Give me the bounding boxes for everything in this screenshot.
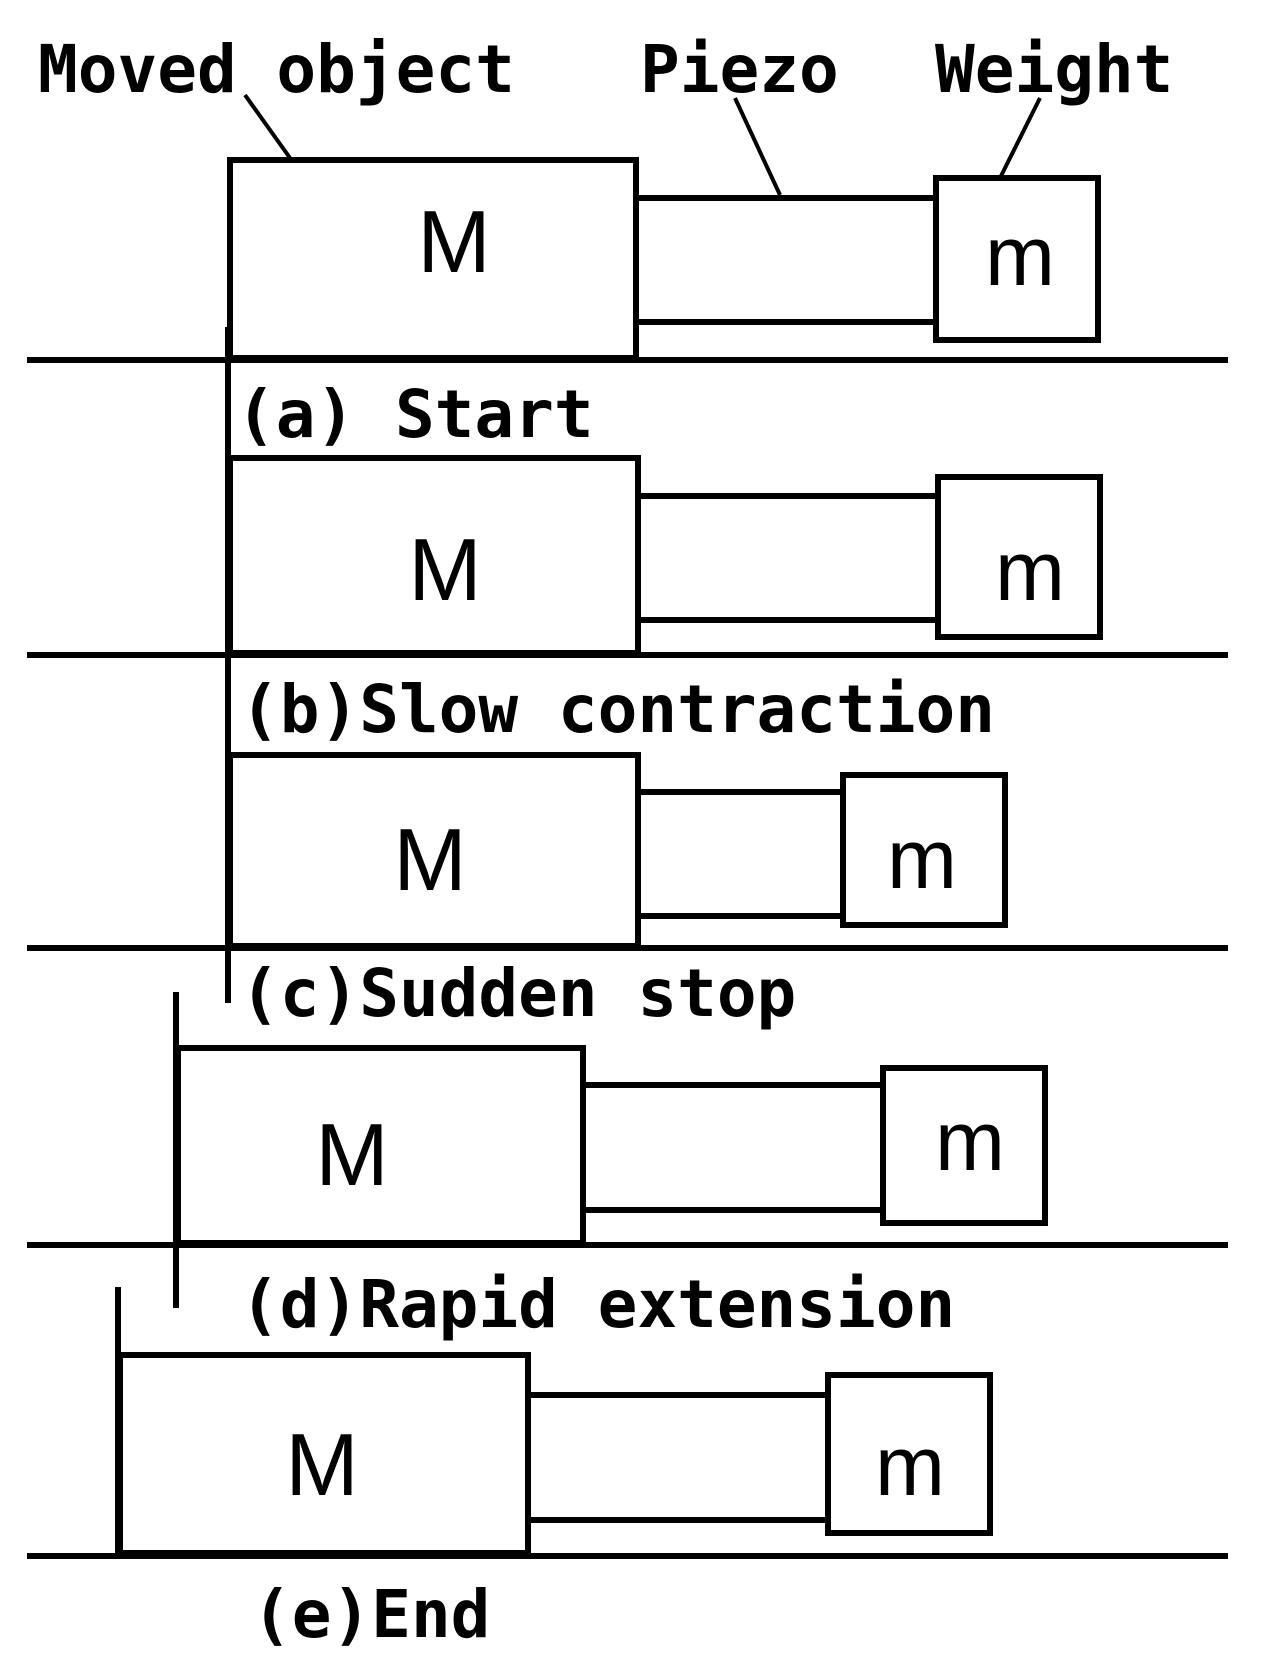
mass-label-small: m xyxy=(875,1419,945,1513)
mass-label-big: M xyxy=(315,1105,388,1204)
mass-label-small: m xyxy=(935,1094,1005,1188)
piezo-element xyxy=(635,493,941,623)
piezo-element xyxy=(633,195,939,325)
mass-label-small: m xyxy=(995,524,1065,618)
mass-label-big: M xyxy=(285,1415,358,1514)
stage-caption: (d)Rapid extension xyxy=(240,1266,955,1343)
leader-moved-object xyxy=(243,93,292,160)
stage-c: M m (c)Sudden stop xyxy=(27,752,1228,1032)
stage-a: M m (a) Start xyxy=(27,157,1228,453)
weight-box xyxy=(935,474,1103,640)
stage-caption: (c)Sudden stop xyxy=(240,955,796,1032)
piezo-element xyxy=(580,1082,886,1213)
mass-label-big: M xyxy=(408,520,481,619)
weight-box xyxy=(880,1065,1048,1226)
label-weight: Weight xyxy=(935,31,1173,108)
mass-label-small: m xyxy=(985,209,1055,303)
weight-box xyxy=(825,1372,993,1536)
moved-object-box xyxy=(227,157,639,361)
label-piezo: Piezo xyxy=(640,31,839,108)
stage-b: M m (b)Slow contraction xyxy=(27,455,1228,748)
stage-e: M m (e)End xyxy=(27,1352,1228,1653)
leader-piezo xyxy=(733,97,782,196)
piezo-element xyxy=(525,1392,831,1523)
leader-weight xyxy=(998,97,1042,179)
mass-label-big: M xyxy=(393,810,466,909)
moved-object-box xyxy=(227,752,641,949)
piezo-element xyxy=(635,789,846,919)
weight-box xyxy=(840,772,1008,928)
moved-object-box xyxy=(175,1045,586,1246)
stage-caption: (b)Slow contraction xyxy=(240,671,995,748)
stage-d: M m (d)Rapid extension xyxy=(27,1045,1228,1343)
stage-caption: (e)End xyxy=(252,1576,490,1653)
moved-object-box xyxy=(117,1352,531,1556)
stage-caption: (a) Start xyxy=(236,376,594,453)
mass-label-big: M xyxy=(417,192,490,291)
label-moved-object: Moved object xyxy=(38,31,515,108)
mass-label-small: m xyxy=(887,812,957,906)
weight-box xyxy=(933,175,1101,343)
